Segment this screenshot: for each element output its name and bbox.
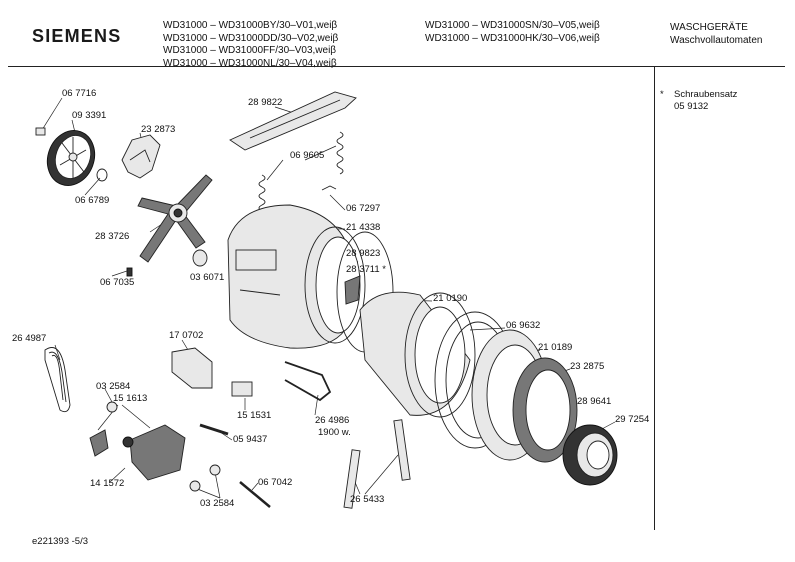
category-title: WASCHGERÄTE xyxy=(670,22,748,33)
heater-element-part xyxy=(284,361,332,402)
part-label: 23 2875 xyxy=(570,361,605,372)
drum-spider-part xyxy=(137,174,213,263)
bracket-part xyxy=(121,134,161,179)
model-list-right: WD31000 – WD31000SN/30–V05,weiβ WD31000 … xyxy=(425,20,600,45)
note-part-number: 05 9132 xyxy=(674,101,709,112)
switch-part xyxy=(231,381,253,397)
control-module-part xyxy=(171,347,213,389)
motor-part xyxy=(122,424,186,481)
part-label: 06 7035 xyxy=(100,277,135,288)
part-label: 21 0189 xyxy=(538,342,573,353)
part-label: 28 9823 xyxy=(346,248,381,259)
shock-absorber-part xyxy=(343,419,411,509)
screw-part xyxy=(126,267,133,277)
part-label: 05 9437 xyxy=(233,434,268,445)
bushing-part xyxy=(189,480,201,492)
part-label: 21 4338 xyxy=(346,222,381,233)
part-label: 03 2584 xyxy=(96,381,131,392)
screw-part xyxy=(35,127,46,136)
part-label: 23 2873 xyxy=(141,124,176,135)
pulley-part xyxy=(46,130,96,186)
hose-clip-part xyxy=(199,423,229,436)
model-line: WD31000 – WD31000SN/30–V05,weiβ xyxy=(425,20,600,31)
sidebar-divider xyxy=(654,66,655,530)
spring-part xyxy=(258,131,344,212)
part-label: 06 7716 xyxy=(62,88,97,99)
brand-logo: SIEMENS xyxy=(32,26,122,46)
part-label: 26 4986 xyxy=(315,415,350,426)
model-line: WD31000 – WD31000FF/30–V03,weiβ xyxy=(163,45,337,56)
part-label: 03 6071 xyxy=(190,272,225,283)
model-line: WD31000 – WD31000HK/30–V06,weiβ xyxy=(425,32,600,44)
bracket-part xyxy=(344,275,361,305)
part-label: 29 7254 xyxy=(615,414,650,425)
part-label: 06 6789 xyxy=(75,195,110,206)
bolt-part xyxy=(239,481,271,508)
part-label: 1900 w. xyxy=(318,427,351,438)
part-label: 26 4987 xyxy=(12,333,47,344)
category-block: WASCHGERÄTE Waschvollautomaten xyxy=(670,22,762,47)
part-label: 28 9822 xyxy=(248,97,283,108)
part-label: 28 9641 xyxy=(577,396,612,407)
part-label: 15 1531 xyxy=(237,410,272,421)
category-subtitle: Waschvollautomaten xyxy=(670,34,763,46)
model-line: WD31000 – WD31000BY/30–V01,weiβ xyxy=(163,20,338,31)
model-list-left: WD31000 – WD31000BY/30–V01,weiβ WD31000 … xyxy=(163,20,338,70)
door-seal-part xyxy=(562,424,618,486)
part-label: 06 7297 xyxy=(346,203,381,214)
part-label: 06 9632 xyxy=(506,320,541,331)
part-label: 14 1572 xyxy=(90,478,125,489)
part-label: 15 1613 xyxy=(113,393,148,404)
part-label: 28 3726 xyxy=(95,231,130,242)
bushing-part xyxy=(209,464,221,476)
part-label: 17 0702 xyxy=(169,330,204,341)
part-label: 09 3391 xyxy=(72,110,107,121)
part-label: 21 0190 xyxy=(433,293,468,304)
bushing-part xyxy=(106,401,118,413)
note-text: Schraubensatz xyxy=(674,89,738,100)
model-line: WD31000 – WD31000NL/30–V04,weiβ xyxy=(163,57,337,69)
part-label: 03 2584 xyxy=(200,498,235,509)
part-label: 28 3711 * xyxy=(346,264,386,275)
header-divider xyxy=(8,66,785,67)
bearing-part xyxy=(192,249,208,267)
drum-part xyxy=(359,291,476,418)
document-reference: e221393 -5/3 xyxy=(32,536,88,547)
tub-rear-part xyxy=(227,204,366,349)
clip-part xyxy=(321,185,337,191)
motor-bracket-part xyxy=(89,429,109,457)
note-marker: * xyxy=(660,89,664,100)
part-label: 26 5433 xyxy=(350,494,385,505)
part-label: 06 7042 xyxy=(258,477,293,488)
drive-belt-part xyxy=(44,347,71,413)
model-line: WD31000 – WD31000DD/30–V02,weiβ xyxy=(163,32,339,44)
part-label: 06 9605 xyxy=(290,150,325,161)
washer-part xyxy=(96,168,108,182)
